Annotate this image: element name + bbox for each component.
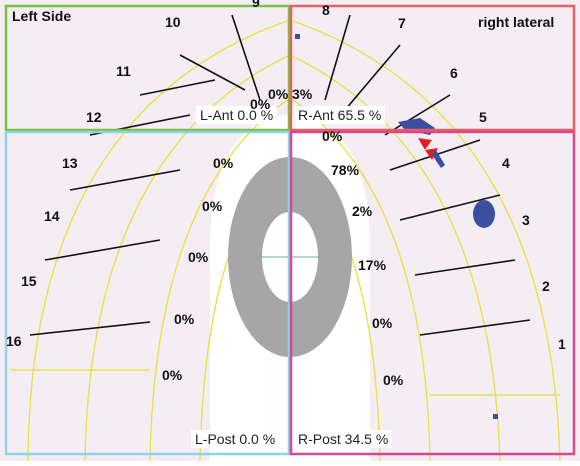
- pct-left-1: 0%: [213, 155, 234, 171]
- tooth-number-1: 1: [558, 336, 566, 352]
- pct-center-top: 3%: [292, 86, 313, 102]
- l-ant-label: L-Ant 0.0 %: [196, 106, 278, 124]
- left-side-label: Left Side: [12, 8, 72, 24]
- pct-right-4: 0%: [372, 315, 393, 331]
- tooth-number-2: 2: [542, 278, 550, 294]
- tooth-number-11: 11: [116, 63, 131, 79]
- tooth-number-5: 5: [479, 109, 487, 125]
- tooth-number-4: 4: [502, 155, 510, 171]
- right-lateral-label: right lateral: [478, 14, 555, 30]
- pct-right-1: 78%: [331, 162, 360, 178]
- tooth-number-14: 14: [44, 208, 60, 224]
- tooth-number-6: 6: [450, 65, 458, 81]
- tooth-number-3: 3: [522, 212, 530, 228]
- pct-left-5: 0%: [162, 367, 183, 383]
- quadrant-borders: [4, 4, 576, 456]
- pct-left-4: 0%: [174, 311, 195, 327]
- r-ant-label: R-Ant 65.5 %: [294, 106, 386, 124]
- pct-left-upper-a: 0%: [250, 96, 271, 112]
- contact-red-2: [425, 148, 438, 160]
- tooth-number-12: 12: [86, 109, 102, 125]
- r-post-label: R-Post 34.5 %: [294, 430, 393, 448]
- pct-right-upper-a: 0%: [322, 128, 343, 144]
- l-ant-border: [4, 4, 291, 132]
- pct-left-2: 0%: [202, 198, 223, 214]
- tooth-number-9: 9: [252, 0, 260, 10]
- tooth-dividers: [29, 8, 531, 336]
- pct-right-2: 2%: [352, 203, 373, 219]
- tooth-number-8: 8: [322, 2, 330, 18]
- tooth-number-7: 7: [398, 15, 406, 31]
- tooth-number-13: 13: [62, 155, 78, 171]
- l-post-label: L-Post 0.0 %: [191, 430, 280, 448]
- contact-red-1: [418, 138, 432, 150]
- tooth-number-10: 10: [165, 14, 181, 30]
- r-post-border: [289, 130, 576, 456]
- tooth-number-15: 15: [21, 273, 37, 289]
- contact-blue-4: [493, 414, 498, 419]
- l-post-border: [4, 130, 291, 456]
- pct-right-3: 17%: [358, 257, 387, 273]
- contact-blue-2: [432, 150, 445, 168]
- r-ant-border: [289, 4, 576, 132]
- pct-left-upper-b: 0%: [268, 86, 289, 102]
- pct-left-3: 0%: [188, 249, 209, 265]
- tooth-number-16: 16: [6, 333, 22, 349]
- pct-right-5: 0%: [383, 372, 404, 388]
- contact-blue-5: [295, 34, 300, 39]
- contact-blue-3: [473, 200, 495, 228]
